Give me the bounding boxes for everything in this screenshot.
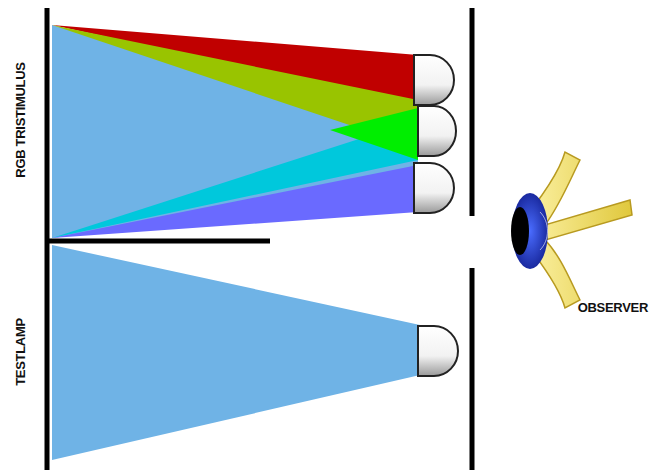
blue-lamp	[414, 163, 454, 213]
red-lamp	[414, 55, 454, 105]
screen-lower	[470, 268, 475, 470]
screen-upper	[470, 8, 475, 216]
observer-label: OBSERVER	[578, 300, 648, 315]
divider	[47, 239, 270, 244]
observer-eye	[511, 152, 632, 308]
blue-beam-area	[52, 25, 418, 238]
group-label: RGB TRISTIMULUS	[13, 62, 28, 177]
test-beam	[52, 245, 420, 460]
green-lamp	[418, 106, 456, 156]
blue-beam	[52, 165, 418, 238]
group-label: TESTLAMP	[13, 318, 28, 386]
green-beam	[330, 108, 418, 160]
test-lamp	[418, 326, 458, 376]
